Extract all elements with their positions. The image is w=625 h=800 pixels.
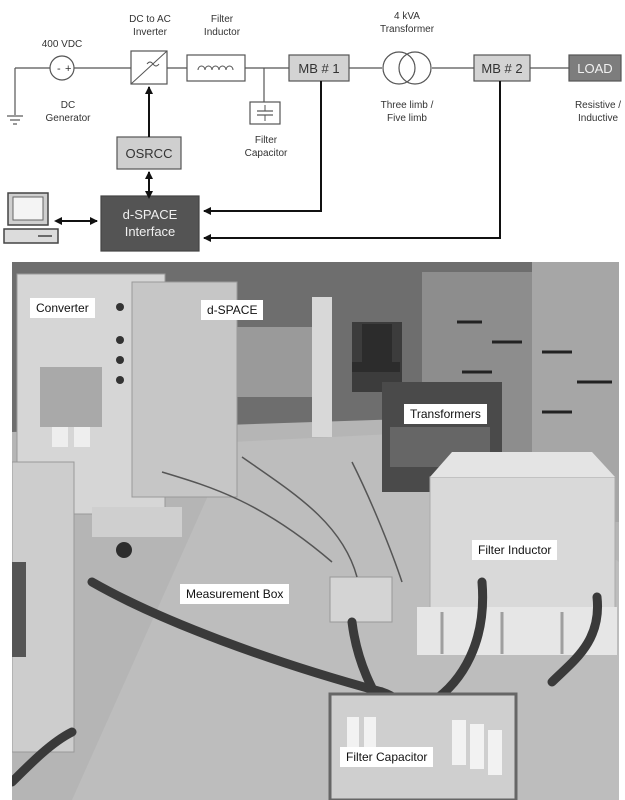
load-box bbox=[568, 54, 622, 82]
label-filter-capacitor: Filter Capacitor bbox=[340, 747, 434, 767]
mb1-label: MB # 1 bbox=[298, 61, 339, 76]
filter-inductor-label-l1: Filter bbox=[211, 14, 234, 25]
dc-generator-label-l2: Generator bbox=[45, 113, 91, 124]
dc-generator-label-l1: DC bbox=[61, 100, 75, 111]
power-line bbox=[14, 67, 569, 115]
load-label: LOAD bbox=[577, 61, 612, 76]
ground-icon bbox=[7, 115, 23, 125]
dspace-box bbox=[100, 195, 200, 252]
inverter-label-l1: DC to AC bbox=[129, 14, 171, 25]
label-dspace: d-SPACE bbox=[201, 300, 264, 320]
svg-text:+: + bbox=[65, 63, 71, 75]
label-converter: Converter bbox=[30, 298, 95, 318]
label-filter-inductor: Filter Inductor bbox=[472, 540, 558, 560]
filter-inductor-label-l2: Inductor bbox=[204, 27, 241, 38]
lab-scene bbox=[12, 262, 619, 800]
system-diagram: - + 400 VDC DC Generator DC to AC Invert… bbox=[3, 11, 622, 252]
svg-text:-: - bbox=[57, 63, 61, 75]
transformer-type-l1: Three limb / bbox=[381, 100, 434, 111]
filter-capacitor-label-l1: Filter bbox=[255, 135, 278, 146]
mb1-box bbox=[288, 54, 350, 82]
dspace-label-l1: d-SPACE bbox=[123, 207, 178, 222]
lab-photo: Converter d-SPACE Transformers Filter In… bbox=[12, 262, 619, 800]
source-voltage-label: 400 VDC bbox=[42, 39, 83, 50]
filter-inductor-icon bbox=[186, 54, 246, 82]
label-measurement-box: Measurement Box bbox=[180, 584, 290, 604]
inverter-icon bbox=[130, 50, 168, 85]
transformer-label-l2: Transformer bbox=[380, 24, 435, 35]
transformer-icon bbox=[382, 51, 432, 85]
transformer-type-l2: Five limb bbox=[387, 113, 427, 124]
computer-icon bbox=[3, 192, 59, 244]
load-type-l2: Inductive bbox=[578, 113, 618, 124]
load-type-l1: Resistive / bbox=[575, 100, 621, 111]
osrcc-label: OSRCC bbox=[126, 146, 173, 161]
inverter-label-l2: Inverter bbox=[133, 27, 168, 38]
dc-source-icon: - + bbox=[49, 55, 75, 81]
filter-capacitor-label-l2: Capacitor bbox=[245, 148, 288, 159]
dspace-label-l2: Interface bbox=[125, 224, 176, 239]
filter-capacitor-icon bbox=[249, 101, 281, 125]
label-transformers: Transformers bbox=[404, 404, 487, 424]
mb2-box bbox=[473, 54, 531, 82]
mb2-label: MB # 2 bbox=[481, 61, 522, 76]
control-signal-lines bbox=[54, 81, 501, 242]
transformer-label-l1: 4 kVA bbox=[394, 11, 420, 22]
